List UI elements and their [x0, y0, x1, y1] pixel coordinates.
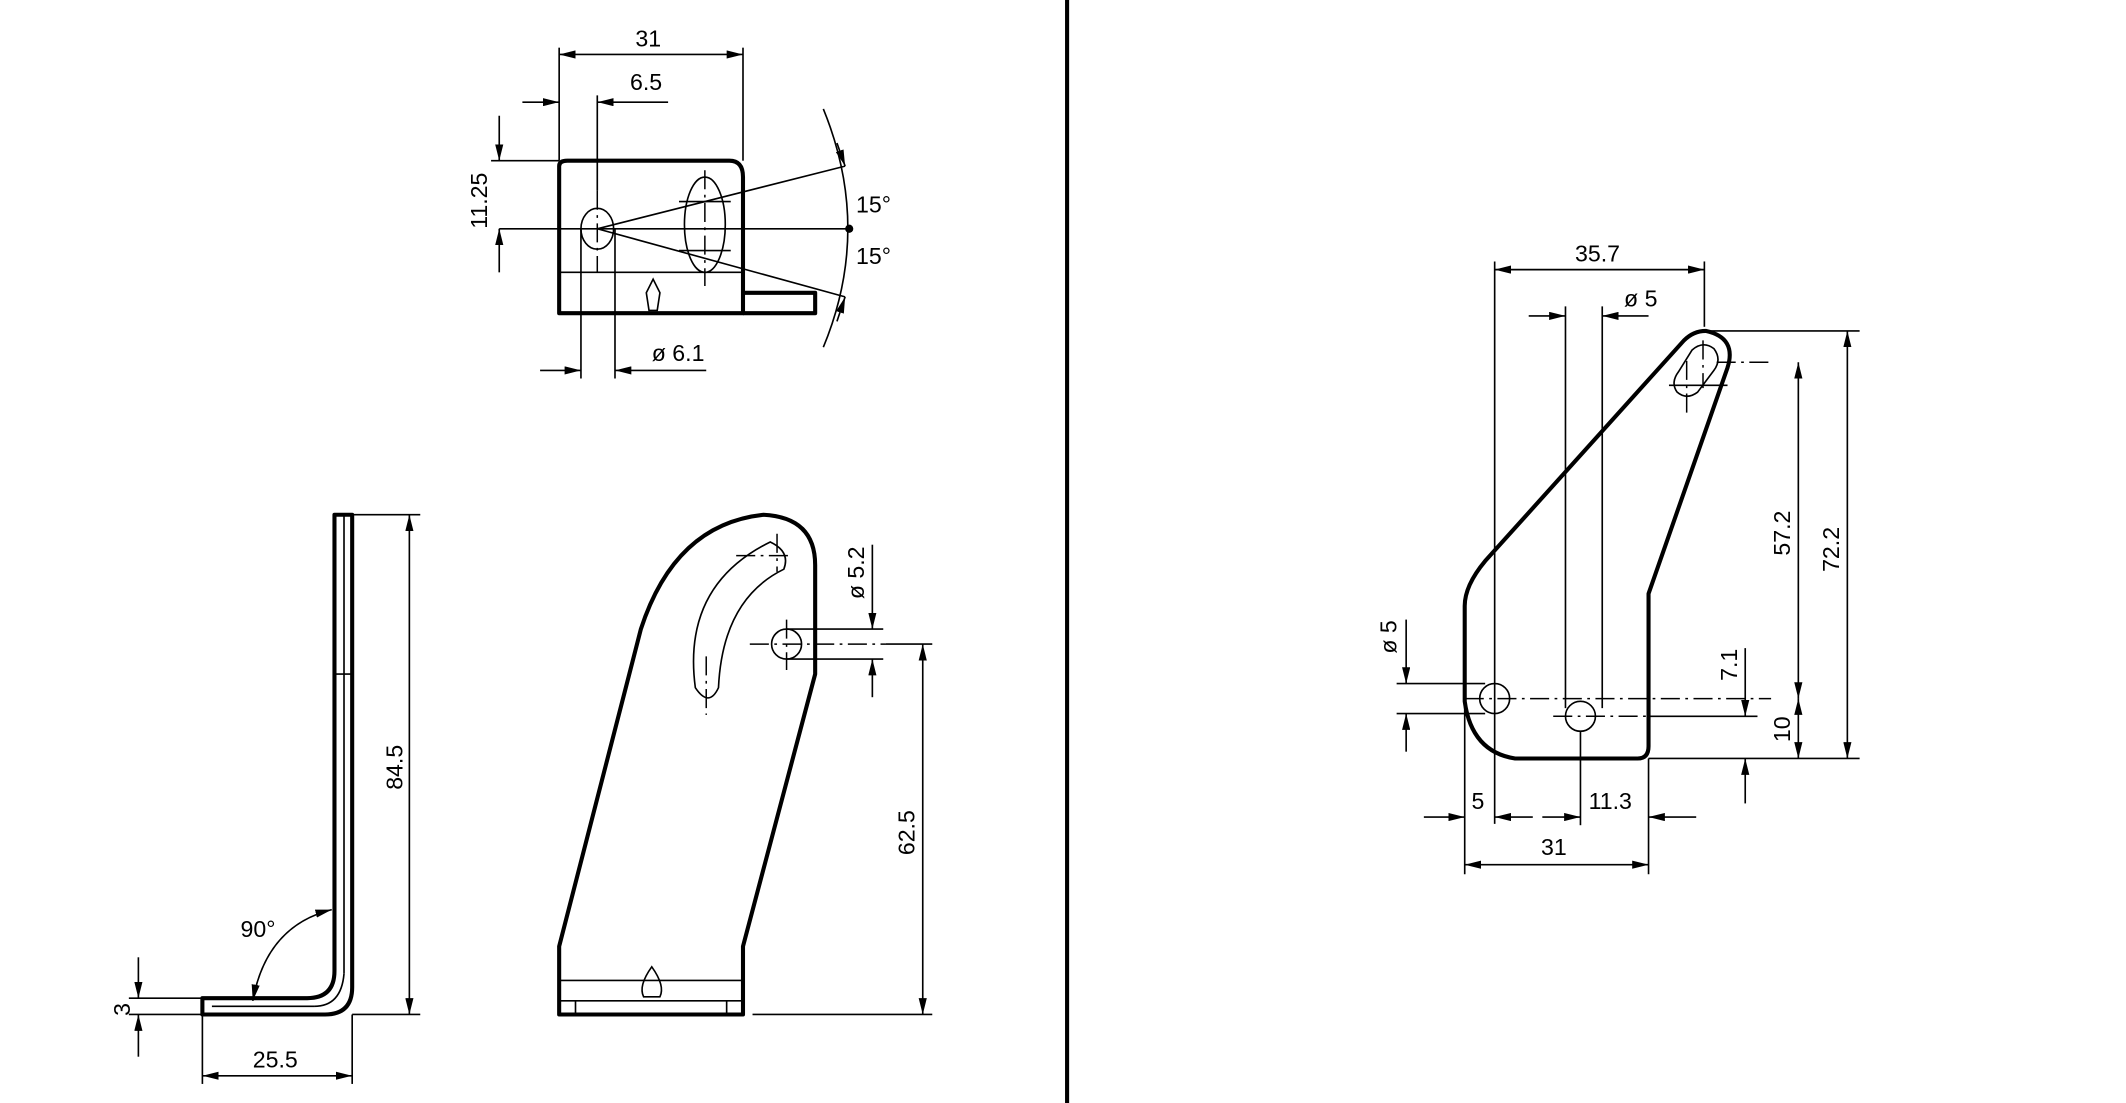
- width-label: 31: [1541, 834, 1567, 860]
- curved-slot: [692, 541, 787, 699]
- total-height-label: 72.2: [1818, 527, 1844, 572]
- slot-offset-label: 35.7: [1575, 240, 1620, 266]
- top-view-outline: [557, 158, 746, 316]
- vertex-dot: [845, 224, 854, 233]
- detail-view-outline: [1462, 328, 1732, 761]
- hole2-offset-label: 11.3: [1589, 788, 1632, 814]
- arrow: [836, 296, 846, 322]
- base-length-label: 25.5: [253, 1047, 298, 1073]
- hole-diameter-top-label: ø 5: [1624, 285, 1657, 311]
- slot-height-label: 57.2: [1769, 511, 1795, 556]
- slot: [1673, 344, 1719, 398]
- hole-diameter-label: ø 6.1: [652, 340, 705, 366]
- hole1-offset-label: 5: [1472, 788, 1485, 814]
- angle-arc: [822, 108, 849, 348]
- hole-diameter-label: ø 5.2: [843, 546, 869, 599]
- hole1-height-label: 10: [1769, 716, 1795, 742]
- angle-up-label: 15°: [856, 191, 891, 217]
- arrow: [835, 142, 846, 167]
- pin-icon: [641, 965, 663, 998]
- hole-offset-label: 6.5: [630, 69, 662, 95]
- side-view: 90° 84.5 3 25.5: [109, 512, 421, 1084]
- hole-height-label: 62.5: [894, 810, 920, 855]
- top-view: 15° 15° 31 6.5 11.25 ø 6.1: [466, 25, 891, 379]
- thickness-label: 3: [109, 1003, 135, 1016]
- hole2-height-label: 7.1: [1716, 649, 1742, 681]
- front-view: ø 5.2 62.5: [557, 512, 933, 1017]
- side-view-outline: [200, 512, 355, 1017]
- height-offset-label: 11.25: [466, 173, 492, 229]
- hole-diameter-left-label: ø 5: [1376, 620, 1402, 653]
- angle-line-down: [597, 227, 846, 298]
- width-label: 31: [635, 25, 661, 51]
- bend-angle-label: 90°: [241, 916, 276, 942]
- top-view-flange: [742, 290, 818, 316]
- angle-down-label: 15°: [856, 243, 891, 269]
- height-label: 84.5: [382, 745, 408, 790]
- front-view-outline: [557, 512, 818, 1017]
- detail-view: 35.7 ø 5 ø 5 57.2 10 72.2 7.1 5 11.3: [1376, 240, 1860, 875]
- bend-angle-arc: [251, 908, 332, 1002]
- angle-line-up: [597, 165, 846, 230]
- pin-icon: [645, 277, 661, 312]
